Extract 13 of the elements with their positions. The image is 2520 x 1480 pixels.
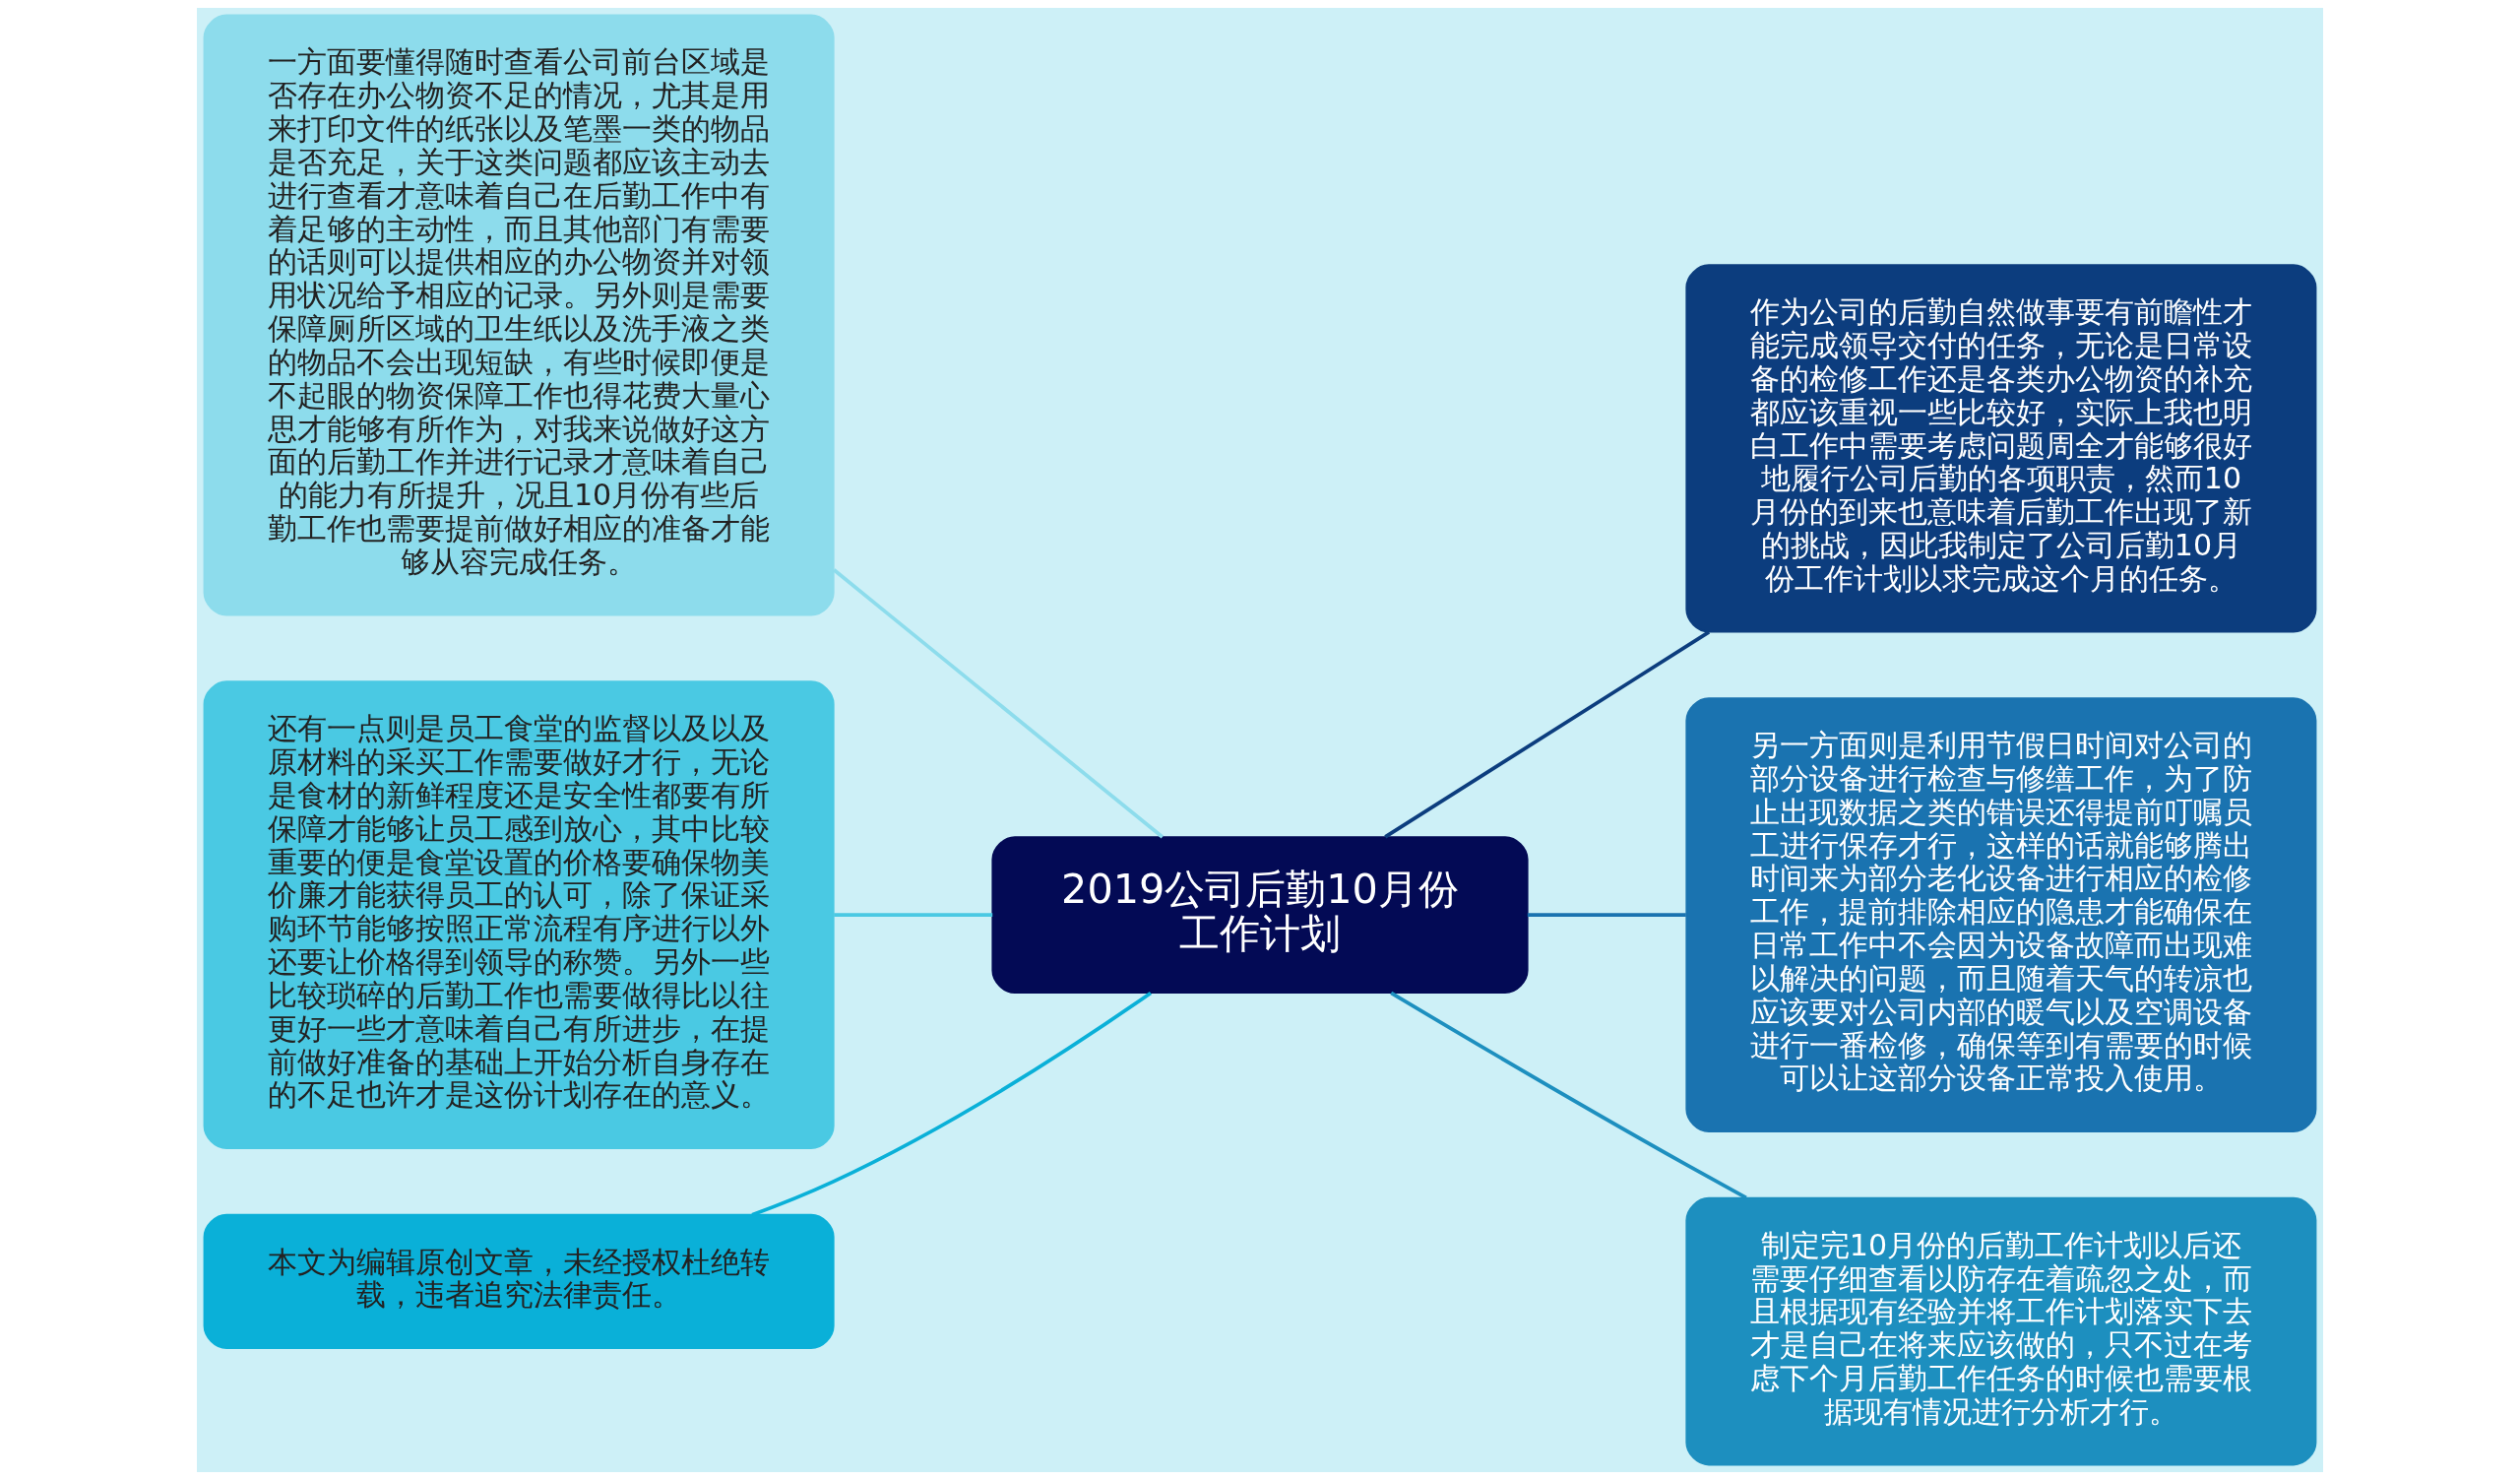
node-box: 另一方面则是利用节假日时间对公司的部分设备进行检查与修缮工作，为了防止出现数据之类的错误还得提前叮嘱员工进行保存才行，这样的话就能够腾出时间来为部分老化设备进行相应的检修工作，提前排除相应的隐患才能确保在日常工作中不会因为设备故障而出现难以解决的问题，而且随着天气的转凉也应该要对公司内部的暖气以及空调设备进行一番检修，确保等到有需要的时候可以让这部分设备正常投入使用。 xyxy=(1685,697,2317,1133)
connector xyxy=(1390,991,1747,1200)
node-box: 还有一点则是员工食堂的监督以及以及原材料的采买工作需要做好才行，无论是食材的新鲜程度还是安全性都要有所保障才能够让员工感到放心，其中比较重要的便是食堂设置的价格要确保物美价廉才能获得员工的认可，除了保证采购环节能够按照正常流程有序进行以外还要让价格得到领导的称赞。另外一些比较琐碎的后勤工作也需要做得比以往更好一些才意味着自己有所进步，在提前做好准备的基础上开始分析自身存在的不足也许才是这份计划存在的意义。 xyxy=(203,680,835,1149)
connector xyxy=(751,991,1152,1217)
connector xyxy=(833,568,1165,839)
node-box: 本文为编辑原创文章，未经授权杜绝转载，违者追究法律责任。 xyxy=(203,1213,835,1349)
connector xyxy=(1527,913,1686,918)
node-box: 制定完10月份的后勤工作计划以后还需要仔细查看以防存在着疏忽之处，而且根据现有经验并将工作计划落实下去才是自己在将来应该做的，只不过在考虑下个月后勤工作任务的时候也需要根据现有情况进行分析才行。 xyxy=(1685,1196,2317,1466)
node-box: 一方面要懂得随时查看公司前台区域是否存在办公物资不足的情况，尤其是用来打印文件的纸张以及笔墨一类的物品是否充足，关于这类问题都应该主动去进行查看才意味着自己在后勤工作中有着足够的主动性，而且其他部门有需要的话则可以提供相应的办公物资并对领用状况给予相应的记录。另外则是需要保障厕所区域的卫生纸以及洗手液之类的物品不会出现短缺，有些时候即便是不起眼的物资保障工作也得花费大量心思才能够有所作为，对我来说做好这方面的后勤工作并进行记录才意味着自己的能力有所提升，况且10月份有些后勤工作也需要提前做好相应的准备才能够从容完成任务。 xyxy=(203,14,835,616)
node-box: 2019公司后勤10月份工作计划 xyxy=(991,836,1529,995)
connector xyxy=(834,913,993,918)
connector xyxy=(1384,630,1711,839)
node-box: 作为公司的后勤自然做事要有前瞻性才能完成领导交付的任务，无论是日常设备的检修工作还是各类办公物资的补充都应该重视一些比较好，实际上我也明白工作中需要考虑问题周全才能够很好地履行公司后勤的各项职责，然而10月份的到来也意味着后勤工作出现了新的挑战，因此我制定了公司后勤10月份工作计划以求完成这个月的任务。 xyxy=(1685,264,2317,633)
